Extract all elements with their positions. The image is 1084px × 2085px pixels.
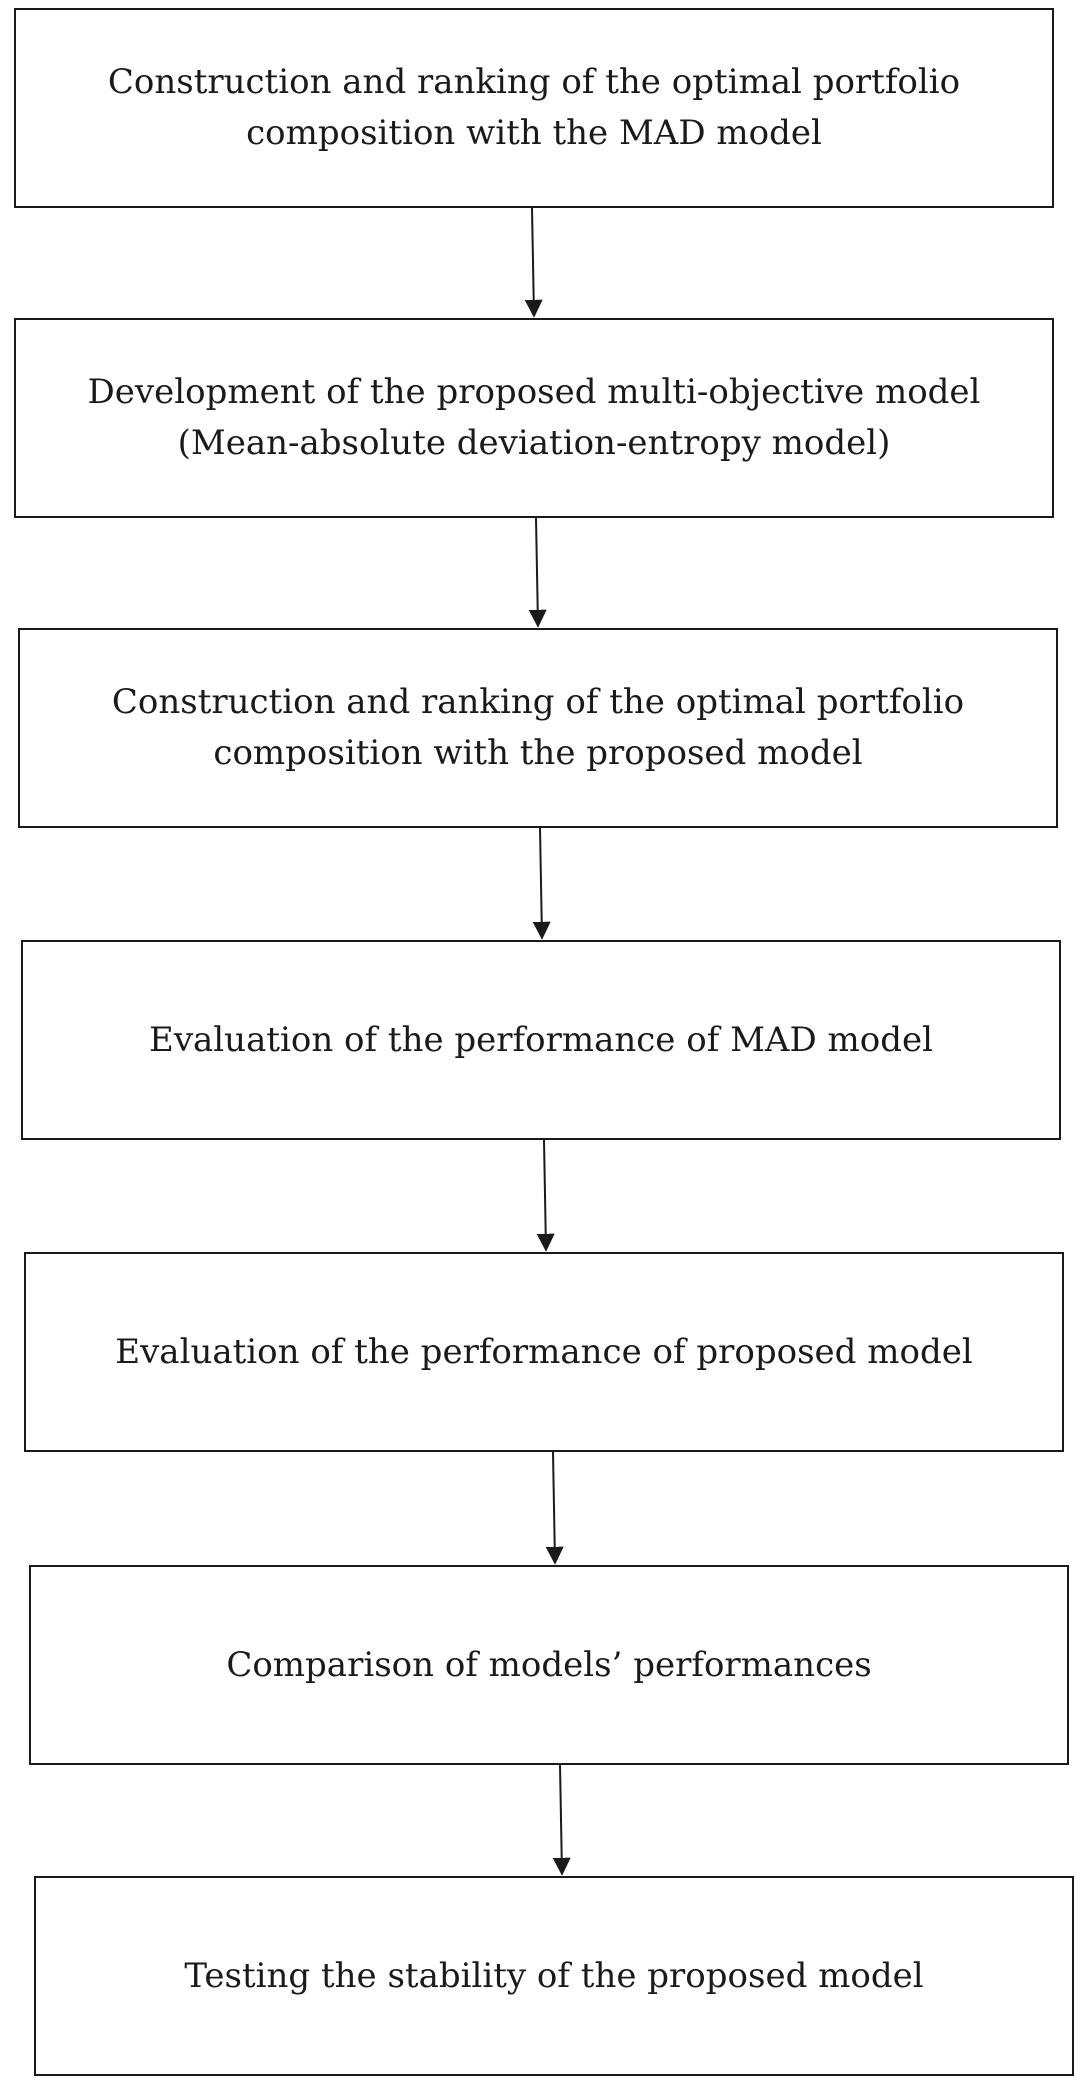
flow-arrow-1 (524, 207, 543, 318)
step-box-develop-model: Development of the proposed multi-object… (14, 318, 1054, 518)
flow-arrow-5 (545, 1451, 564, 1565)
step-label: Testing the stability of the proposed mo… (184, 1955, 924, 1996)
step-box-comparison: Comparison of models’ performances (29, 1565, 1069, 1765)
step-label: Development of the proposed multi-object… (87, 372, 981, 463)
flow-arrow-6 (552, 1764, 571, 1876)
step-box-stability: Testing the stability of the proposed mo… (34, 1876, 1074, 2076)
flow-arrow-4 (536, 1139, 555, 1252)
flow-arrow-2 (528, 517, 547, 628)
step-box-eval-mad: Evaluation of the performance of MAD mod… (21, 940, 1061, 1140)
step-label: Comparison of models’ performances (226, 1644, 872, 1685)
step-box-eval-proposed: Evaluation of the performance of propose… (24, 1252, 1064, 1452)
step-label: Construction and ranking of the optimal … (111, 682, 965, 773)
step-box-proposed-portfolio: Construction and ranking of the optimal … (18, 628, 1058, 828)
step-label: Construction and ranking of the optimal … (107, 62, 961, 153)
step-label: Evaluation of the performance of MAD mod… (149, 1019, 933, 1060)
step-box-mad-portfolio: Construction and ranking of the optimal … (14, 8, 1054, 208)
flow-arrow-3 (532, 827, 551, 940)
step-label: Evaluation of the performance of propose… (115, 1331, 973, 1372)
